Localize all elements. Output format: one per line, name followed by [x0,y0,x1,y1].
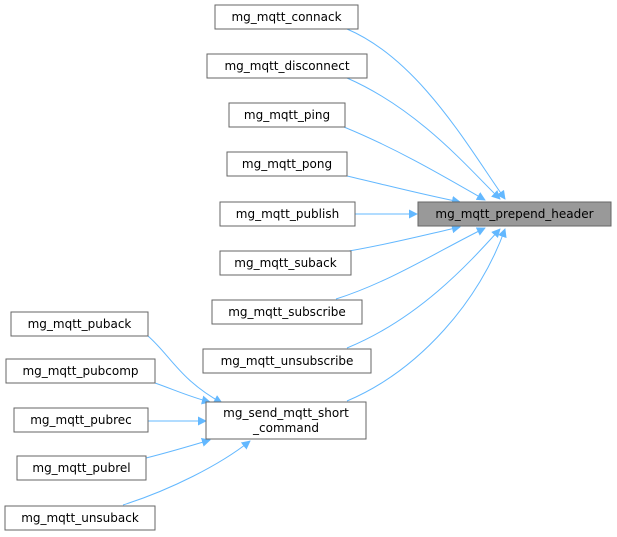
node-label: mg_mqtt_pubrel [32,461,130,475]
node-mg-mqtt-disconnect[interactable]: mg_mqtt_disconnect [206,53,368,79]
node-mg-mqtt-unsubscribe[interactable]: mg_mqtt_unsubscribe [202,348,372,374]
node-mg-mqtt-publish[interactable]: mg_mqtt_publish [219,201,356,227]
edge-connack-to-prepend-header [346,28,506,200]
node-label: mg_mqtt_puback [28,317,132,331]
node-label-line2: _command [252,421,319,435]
node-label: mg_mqtt_disconnect [224,59,349,73]
edge-disconnect-to-prepend-header [346,77,501,200]
node-mg-mqtt-subscribe[interactable]: mg_mqtt_subscribe [211,299,363,325]
edge-short-command-to-prepend-header [346,228,507,402]
node-label: mg_mqtt_ping [244,108,330,122]
node-label: mg_mqtt_pubcomp [22,364,138,378]
node-mg-send-mqtt-short-command[interactable]: mg_send_mqtt_short _command [205,401,367,440]
node-mg-mqtt-puback[interactable]: mg_mqtt_puback [10,311,149,337]
node-label: mg_mqtt_pubrec [30,413,132,427]
node-label: mg_mqtt_connack [231,10,341,24]
node-mg-mqtt-prepend-header[interactable]: mg_mqtt_prepend_header [417,201,612,227]
edge-pong-to-prepend-header [346,175,461,205]
node-mg-mqtt-suback[interactable]: mg_mqtt_suback [219,250,352,276]
node-mg-mqtt-pubrec[interactable]: mg_mqtt_pubrec [13,407,149,433]
edge-pubrel-to-short-command [145,438,211,459]
edge-unsubscribe-to-prepend-header [346,228,501,349]
node-label: mg_mqtt_publish [236,207,339,221]
edge-suback-to-prepend-header [348,224,461,252]
node-label: mg_mqtt_unsuback [21,511,139,525]
node-label: mg_mqtt_suback [234,256,336,270]
node-mg-mqtt-pubrel[interactable]: mg_mqtt_pubrel [16,455,147,481]
node-label: mg_mqtt_prepend_header [435,207,593,221]
node-mg-mqtt-pong[interactable]: mg_mqtt_pong [226,151,348,177]
edges [122,28,507,506]
edge-puback-to-short-command [147,335,223,404]
node-label: mg_mqtt_subscribe [228,305,346,319]
edge-subscribe-to-prepend-header [335,227,486,300]
node-mg-mqtt-pubcomp[interactable]: mg_mqtt_pubcomp [5,358,156,384]
node-mg-mqtt-connack[interactable]: mg_mqtt_connack [214,4,359,30]
node-label: mg_mqtt_unsubscribe [221,354,354,368]
edge-unsuback-to-short-command [122,440,251,506]
node-mg-mqtt-unsuback[interactable]: mg_mqtt_unsuback [4,505,156,531]
node-label-line1: mg_send_mqtt_short [223,406,349,420]
edge-pubcomp-to-short-command [154,382,211,405]
edge-ping-to-prepend-header [343,126,486,201]
node-mg-mqtt-ping[interactable]: mg_mqtt_ping [228,102,346,128]
node-label: mg_mqtt_pong [242,157,332,171]
